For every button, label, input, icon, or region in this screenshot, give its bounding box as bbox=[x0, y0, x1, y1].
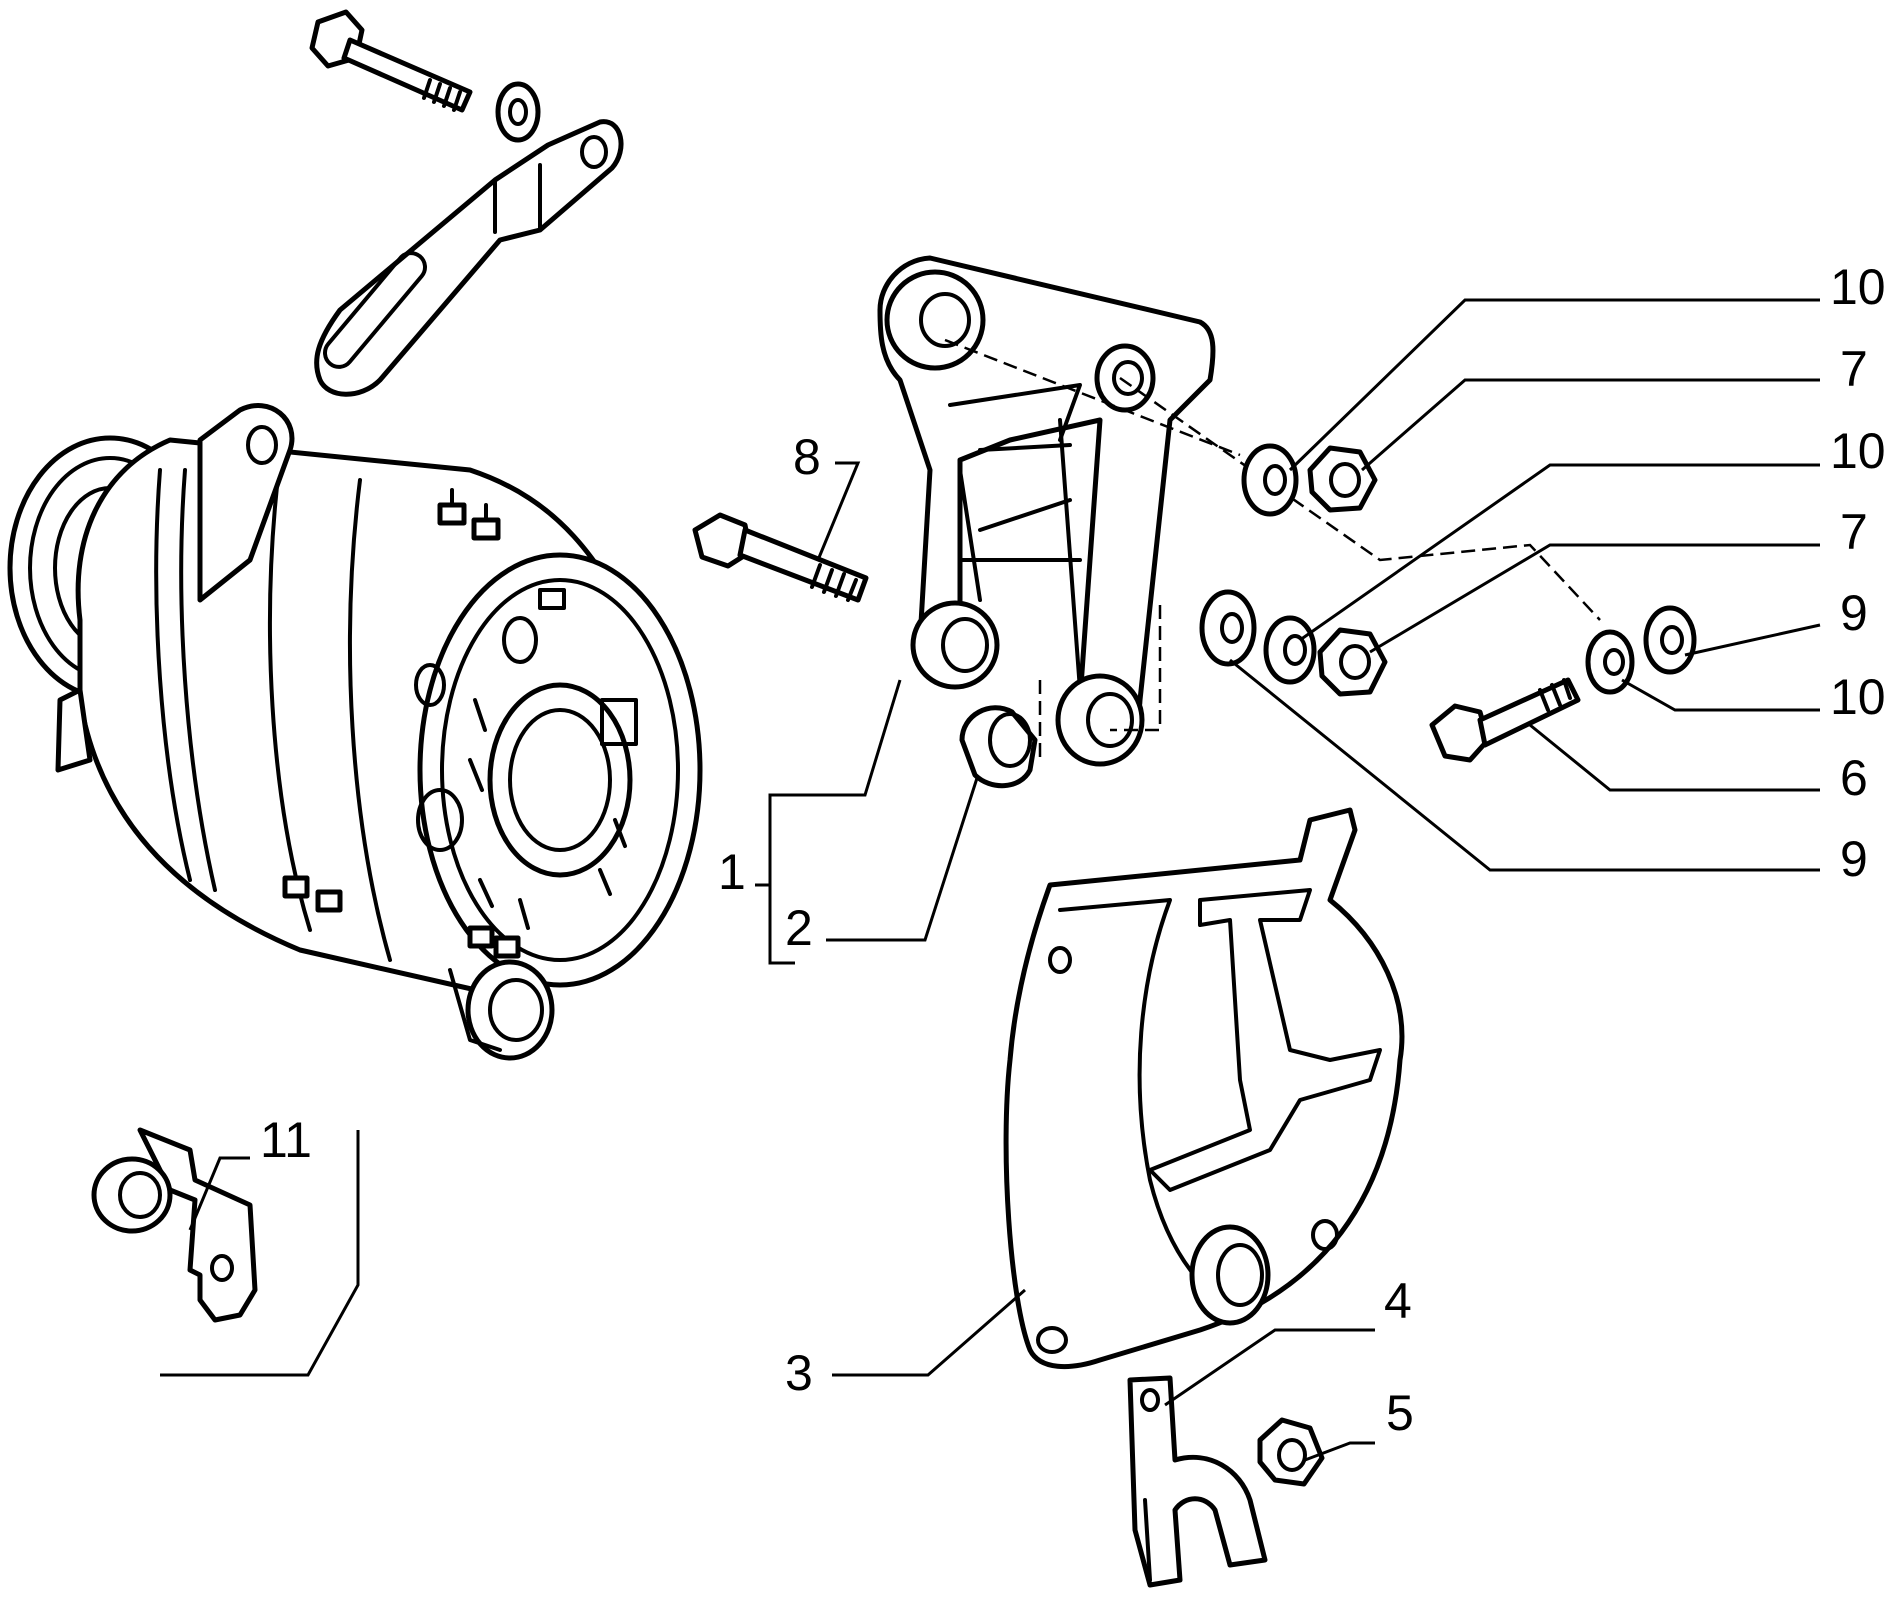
callout-6: 6 bbox=[1840, 750, 1868, 806]
upper-washer-hole bbox=[508, 98, 528, 126]
bushing bbox=[959, 705, 1038, 789]
callout-3: 3 bbox=[785, 1345, 813, 1401]
alternator bbox=[7, 403, 703, 1061]
leader-5 bbox=[1304, 1441, 1375, 1462]
callout-8: 8 bbox=[793, 429, 821, 485]
callout-7b: 7 bbox=[1840, 504, 1868, 560]
cover-plate bbox=[1003, 807, 1405, 1370]
leader-9b bbox=[1229, 658, 1820, 872]
clip-boundary-line bbox=[160, 1130, 360, 1377]
callout-10b: 10 bbox=[1830, 423, 1886, 479]
nut-middle bbox=[1317, 627, 1388, 697]
leader-8 bbox=[816, 461, 861, 561]
callout-9a: 9 bbox=[1840, 585, 1868, 641]
callout-11: 11 bbox=[260, 1112, 312, 1168]
cable-clip bbox=[91, 1127, 258, 1323]
leader-2 bbox=[826, 774, 980, 942]
leader-7b bbox=[1369, 543, 1820, 654]
leader-4 bbox=[1164, 1328, 1375, 1407]
upper-bolt bbox=[309, 9, 473, 113]
spring-washer-right bbox=[1585, 629, 1635, 695]
callout-1: 1 bbox=[718, 844, 746, 900]
leader-9a bbox=[1684, 623, 1821, 657]
flange-nut bbox=[1257, 1417, 1325, 1487]
callout-5: 5 bbox=[1386, 1385, 1414, 1441]
assembly-axis-line bbox=[1110, 605, 1162, 732]
plain-washer-right bbox=[1643, 605, 1697, 675]
leader-7a bbox=[1361, 378, 1820, 472]
mounting-bracket bbox=[877, 255, 1216, 767]
leader-3 bbox=[832, 1288, 1026, 1377]
leader-11 bbox=[188, 1156, 250, 1231]
nut-upper bbox=[1307, 445, 1378, 513]
spring-washer-upper bbox=[1241, 443, 1299, 517]
callout-9b: 9 bbox=[1840, 831, 1868, 887]
short-bolt bbox=[1429, 677, 1581, 763]
long-bolt bbox=[692, 512, 869, 603]
callout-4: 4 bbox=[1384, 1273, 1412, 1329]
pipe-clamp-bracket bbox=[1127, 1375, 1268, 1588]
callout-10a: 10 bbox=[1830, 259, 1886, 315]
leader-10c bbox=[1621, 678, 1820, 712]
callout-2: 2 bbox=[785, 900, 813, 956]
leader-6 bbox=[1529, 723, 1820, 792]
plain-washer-left bbox=[1199, 589, 1257, 667]
spring-washer-middle bbox=[1263, 615, 1317, 685]
leader-10a bbox=[1288, 298, 1820, 472]
assembly-axis-line bbox=[944, 338, 1241, 457]
callout-10c: 10 bbox=[1830, 669, 1886, 725]
callout-7a: 7 bbox=[1840, 341, 1868, 397]
slotted-adjusting-link bbox=[314, 119, 624, 397]
leader-1-bracket bbox=[768, 679, 902, 965]
upper-washer bbox=[495, 81, 541, 143]
leader-10b bbox=[1299, 463, 1820, 642]
